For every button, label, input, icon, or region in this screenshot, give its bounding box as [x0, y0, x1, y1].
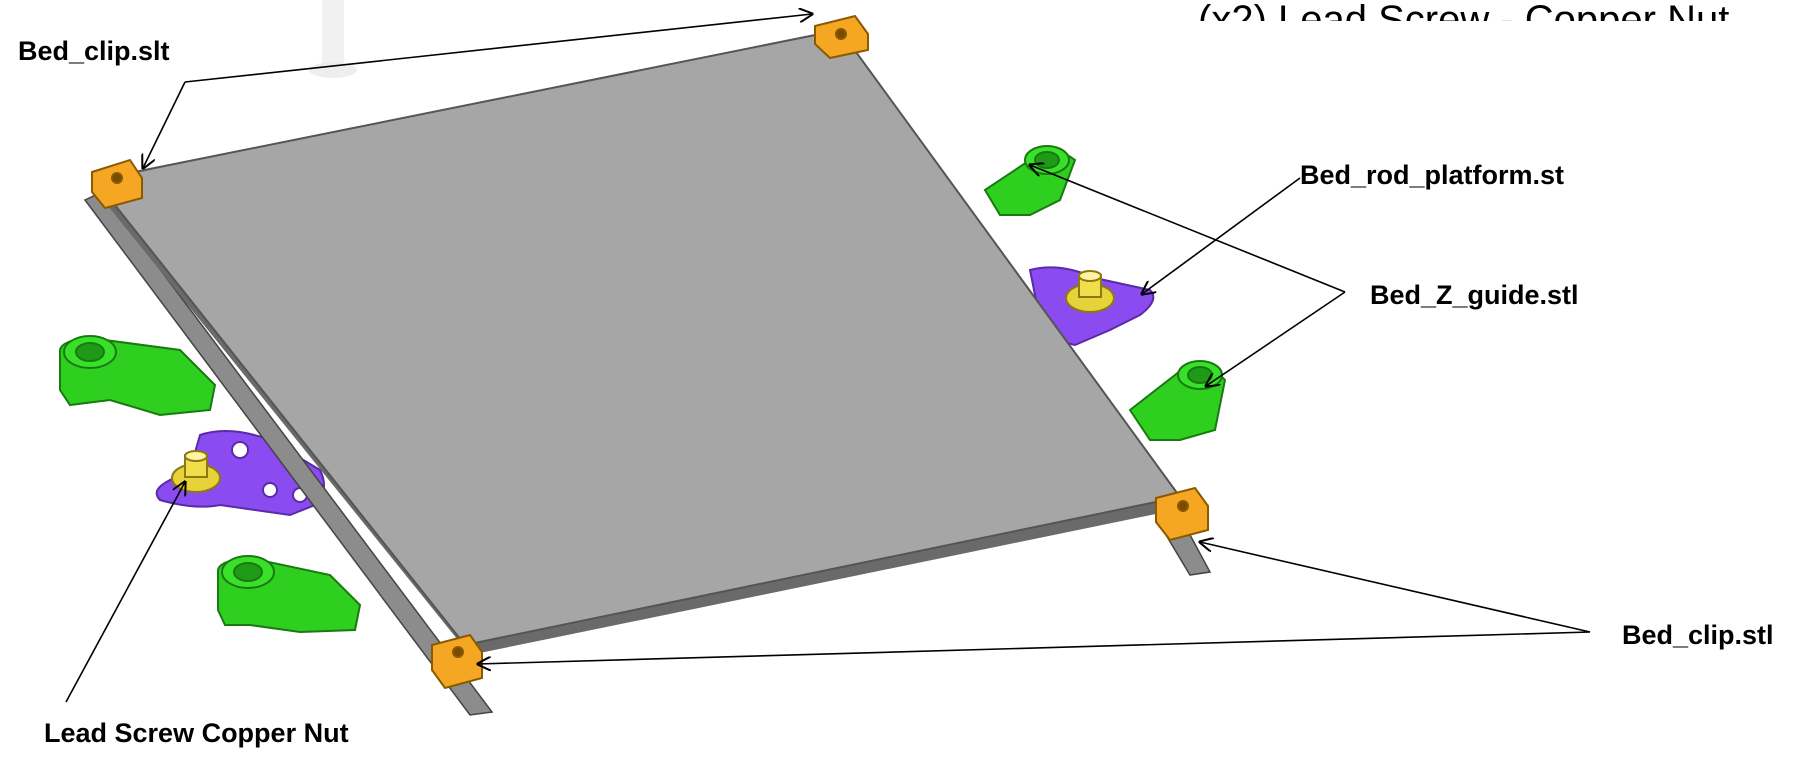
lead-screw-ghost: [309, 0, 357, 78]
header-text: (x2) Lead Screw - Copper Nut: [1198, 0, 1730, 42]
print-bed-plate: [93, 28, 1185, 655]
label-bed-rod-platform: Bed_rod_platform.st: [1300, 160, 1565, 190]
copper-nut-parts: [171, 270, 1115, 493]
label-bed-clip-bottom: Bed_clip.stl: [1622, 620, 1774, 650]
leader-lines: [65, 14, 1591, 703]
label-bed-clip-top: Bed_clip.slt: [18, 36, 170, 66]
label-bed-z-guide: Bed_Z_guide.stl: [1370, 280, 1579, 310]
bed-clip-parts: [91, 14, 1209, 690]
bed-z-guide-parts: [59, 145, 1227, 634]
label-lead-screw-nut: Lead Screw Copper Nut: [44, 718, 349, 748]
